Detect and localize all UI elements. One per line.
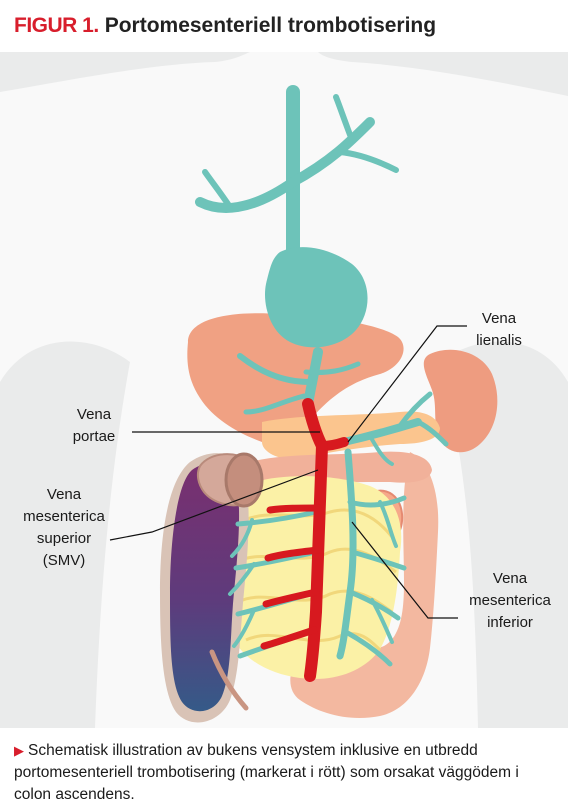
caption-text: Schematisk illustration av bukens vensys… [14,742,519,803]
label-line: lienalis [464,330,534,352]
label-line: superior [16,528,112,550]
figure-heading: Portomesenteriell trombotisering [105,14,436,37]
label-line: Vena [464,308,534,330]
figure-number: FIGUR 1. [14,14,99,37]
label-line: portae [54,426,134,448]
label-vena-lienalis: Vena lienalis [464,308,534,352]
label-line: Vena [454,568,566,590]
figure-title: FIGUR 1. Portomesenteriell trombotisering [14,14,436,38]
label-smv: Vena mesenterica superior (SMV) [16,484,112,572]
label-line: Vena [16,484,112,506]
label-line: inferior [454,612,566,634]
label-line: mesenterica [454,590,566,612]
label-line: mesenterica [16,506,112,528]
label-vena-portae: Vena portae [54,404,134,448]
label-vena-mesenterica-inferior: Vena mesenterica inferior [454,568,566,634]
figure-caption: ▶Schematisk illustration av bukens vensy… [14,740,559,806]
label-line: (SMV) [16,550,112,572]
anatomy-figure: Vena lienalis Vena portae Vena mesenteri… [0,52,568,728]
label-line: Vena [54,404,134,426]
caption-triangle-icon: ▶ [14,743,24,758]
